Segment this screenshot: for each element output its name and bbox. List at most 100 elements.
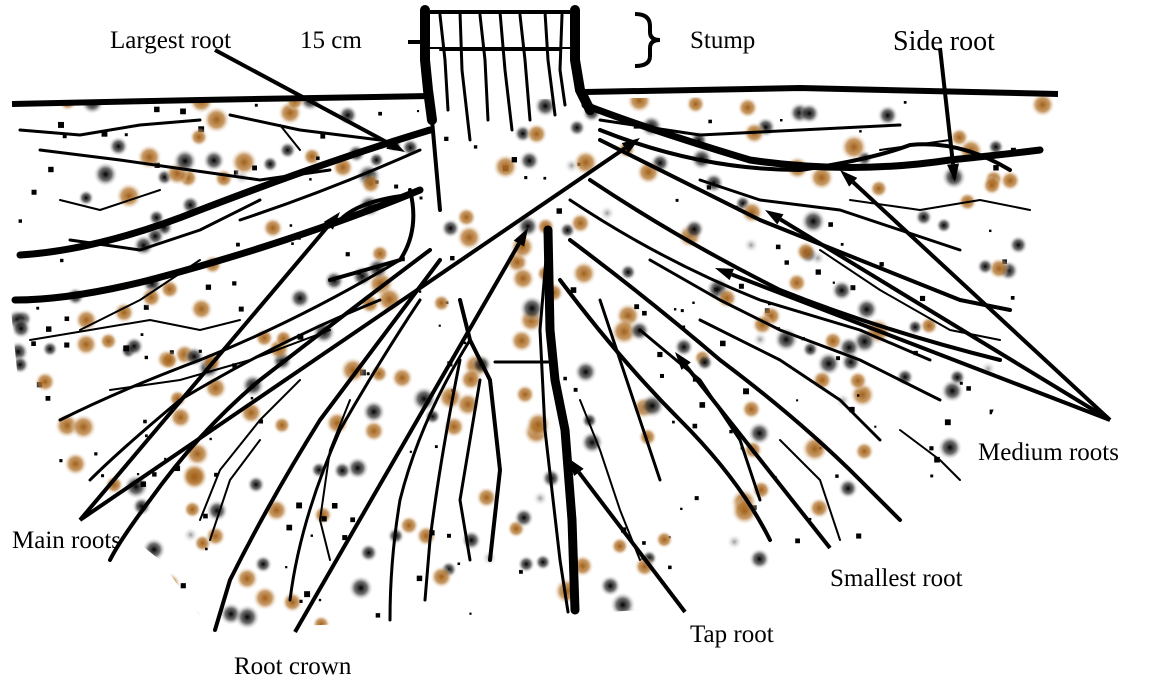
soil-particle [677,613,680,616]
soil-particle [444,137,448,141]
soil-particle [360,173,381,194]
soil-particle [304,591,310,597]
soil-particle [838,478,859,499]
soil-particle [36,474,55,493]
label-stump-width: 15 cm [300,28,362,53]
soil-particle [296,502,302,508]
soil-particle [321,516,326,521]
soil-particle [5,417,27,439]
soil-particle [255,104,258,107]
soil-particle [937,435,962,460]
soil-particle [680,508,682,510]
soil-particle [574,388,578,392]
soil-particle [535,554,552,571]
soil-particle [989,230,991,232]
soil-particle [657,352,662,357]
label-root-crown: Root crown [234,654,351,679]
soil-particle [749,548,771,570]
soil-particle [432,294,450,312]
soil-particle [525,123,547,145]
soil-particle [699,402,705,408]
soil-particle [640,393,665,418]
soil-particle [854,441,874,461]
soil-particle [986,487,989,490]
soil-particle [655,531,673,549]
soil-particle [205,548,208,551]
soil-particle [417,110,419,112]
soil-particle [391,366,414,389]
label-main-roots: Main roots [12,528,121,553]
stump-bracket [635,14,660,66]
soil-particle [46,396,51,401]
soil-particle [417,576,422,581]
soil-particle [574,360,598,384]
soil-particle [116,183,143,210]
soil-particle [879,262,883,266]
soil-particle [19,614,22,617]
soil-particle [817,608,820,611]
soil-particle [674,308,676,310]
soil-particle [869,179,888,198]
soil-particle [707,185,711,189]
label-medium-roots: Medium roots [978,440,1119,465]
soil-particle [519,150,540,171]
soil-particle [945,419,951,425]
soil-particle [634,304,639,309]
soil-particle [930,474,933,477]
soil-particle [517,555,535,573]
soil-particle [254,555,272,573]
soil-particle [93,162,118,187]
soil-particle [877,105,898,126]
soil-particle [205,526,226,547]
soil-particle [346,252,350,256]
soil-particle [153,597,179,623]
root-line [20,120,200,135]
soil-particle [737,97,758,118]
soil-particle [739,284,744,289]
soil-particle [34,371,55,392]
soil-particle [1043,471,1046,474]
soil-particle [573,150,599,176]
soil-particle [154,107,159,112]
soil-particle [532,490,548,506]
soil-particle [362,400,386,424]
soil-particle [525,411,551,437]
soil-particle [672,421,675,424]
soil-particle [796,399,798,401]
stump [425,10,590,140]
soil-particle [747,421,771,445]
soil-particle [290,224,293,227]
soil-particle [872,602,891,621]
soil-particle [108,136,128,156]
soil-particle [743,237,759,253]
soil-particle [982,476,985,479]
soil-particle [515,384,535,404]
soil-particle [333,461,352,480]
label-smallest-root: Smallest root [830,566,963,591]
soil-particle [695,496,699,500]
soil-particle [180,109,186,115]
soil-particle [430,565,453,588]
soil-particle [11,318,32,339]
soil-particle [571,261,597,287]
soil-particle [899,536,924,561]
soil-particle [799,103,820,124]
soil-particle [776,245,781,250]
soil-particle [42,341,58,357]
soil-particle [60,259,63,262]
soil-particle [795,241,816,262]
soil-particle [11,355,30,374]
soil-particle [32,190,37,195]
soil-particle [36,307,39,310]
soil-particle [785,260,789,264]
soil-particle [1000,170,1021,191]
soil-particle [849,604,853,608]
soil-particle [78,190,94,206]
soil-particle [439,325,441,327]
soil-particle [512,157,517,162]
soil-particle [59,459,62,462]
soil-particle [74,332,98,356]
soil-particle [865,596,889,620]
soil-particle [209,438,211,440]
root-line [60,190,160,210]
